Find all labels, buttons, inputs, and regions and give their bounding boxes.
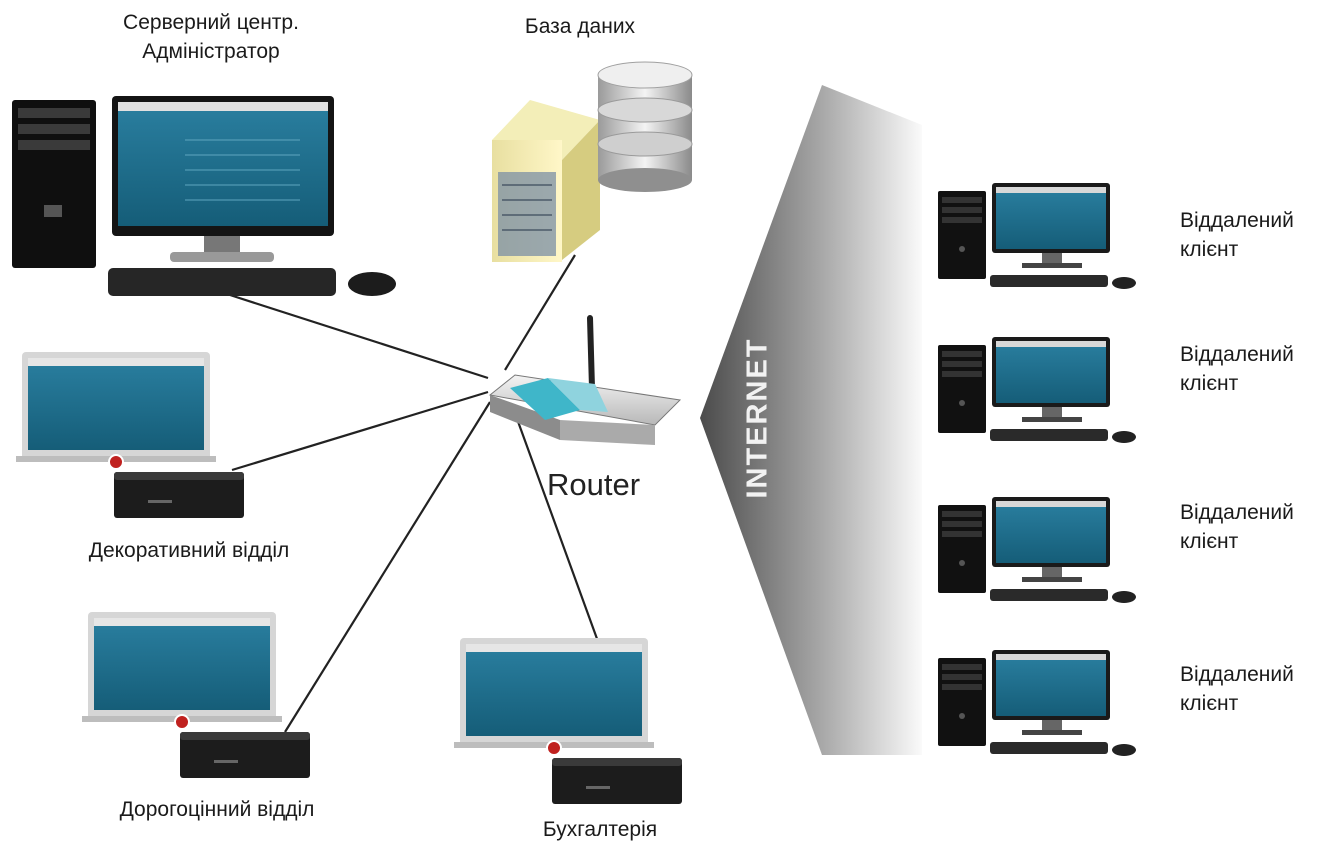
- link-db-router: [504, 254, 576, 371]
- remote-client-icon: [938, 183, 1136, 289]
- network-links: [229, 254, 602, 733]
- precious-label: Дорогоцінний відділ: [119, 798, 315, 821]
- internet-cloud-shape: [700, 85, 922, 755]
- link-server-router: [229, 293, 489, 380]
- server-tower-icon: [12, 100, 96, 268]
- remote-client-label: Віддалений клієнт: [1180, 663, 1294, 715]
- internet-label: INTERNET: [741, 337, 774, 499]
- server-rack-icon: [492, 100, 600, 262]
- wifi-router-icon: [488, 315, 682, 445]
- remote-client-label: Віддалений клієнт: [1180, 501, 1294, 553]
- precious-terminal-icon: [81, 611, 311, 779]
- accounting-terminal-icon: [453, 637, 683, 805]
- server-label: Серверний центр. Адміністратор: [86, 8, 336, 66]
- link-precious-router: [284, 401, 491, 733]
- remote-client-label: Віддалений клієнт: [1180, 343, 1294, 395]
- link-decor-router: [231, 390, 489, 472]
- remote-client-icon: [938, 337, 1136, 443]
- remote-client-label: Віддалений клієнт: [1180, 209, 1294, 261]
- decor-terminal-icon: [15, 351, 245, 519]
- decor-label: Декоративний відділ: [88, 539, 290, 562]
- server-monitor-icon: [108, 96, 396, 296]
- database-label: База даних: [524, 15, 636, 38]
- server-label-text: Серверний центр. Адміністратор: [123, 11, 299, 63]
- accounting-label: Бухгалтерія: [542, 818, 658, 841]
- router-label: Router: [547, 467, 641, 502]
- link-accounting-router: [510, 404, 602, 648]
- remote-client-icon: [938, 497, 1136, 603]
- remote-client-icon: [938, 650, 1136, 756]
- database-icon: [597, 61, 693, 192]
